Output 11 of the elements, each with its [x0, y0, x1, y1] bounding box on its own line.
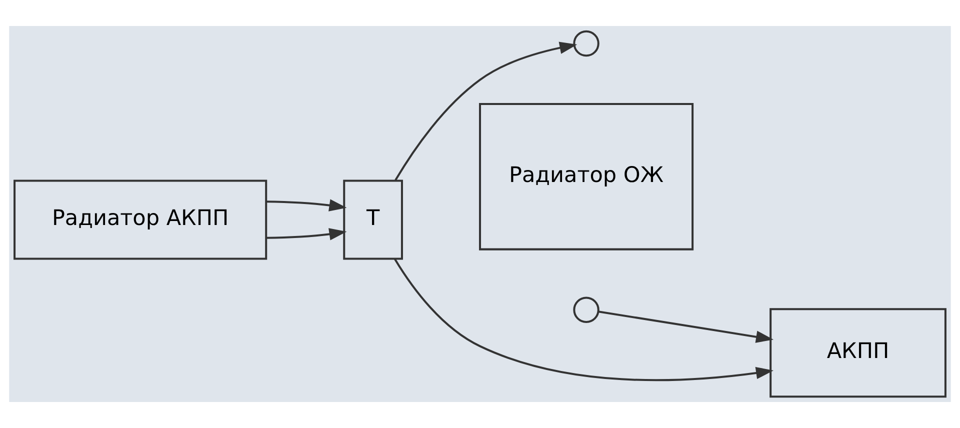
- node-box: Радиатор ОЖ: [479, 103, 694, 250]
- arrow: [394, 258, 774, 382]
- arrow: [394, 42, 578, 181]
- arrow: [598, 310, 774, 343]
- node-box: Т: [343, 180, 403, 260]
- arrow: [266, 228, 347, 240]
- node-box: АКПП: [770, 308, 946, 398]
- node-box: Радиатор АКПП: [14, 180, 268, 260]
- node-circle: [573, 296, 600, 323]
- arrow: [266, 199, 347, 212]
- node-circle: [573, 30, 600, 57]
